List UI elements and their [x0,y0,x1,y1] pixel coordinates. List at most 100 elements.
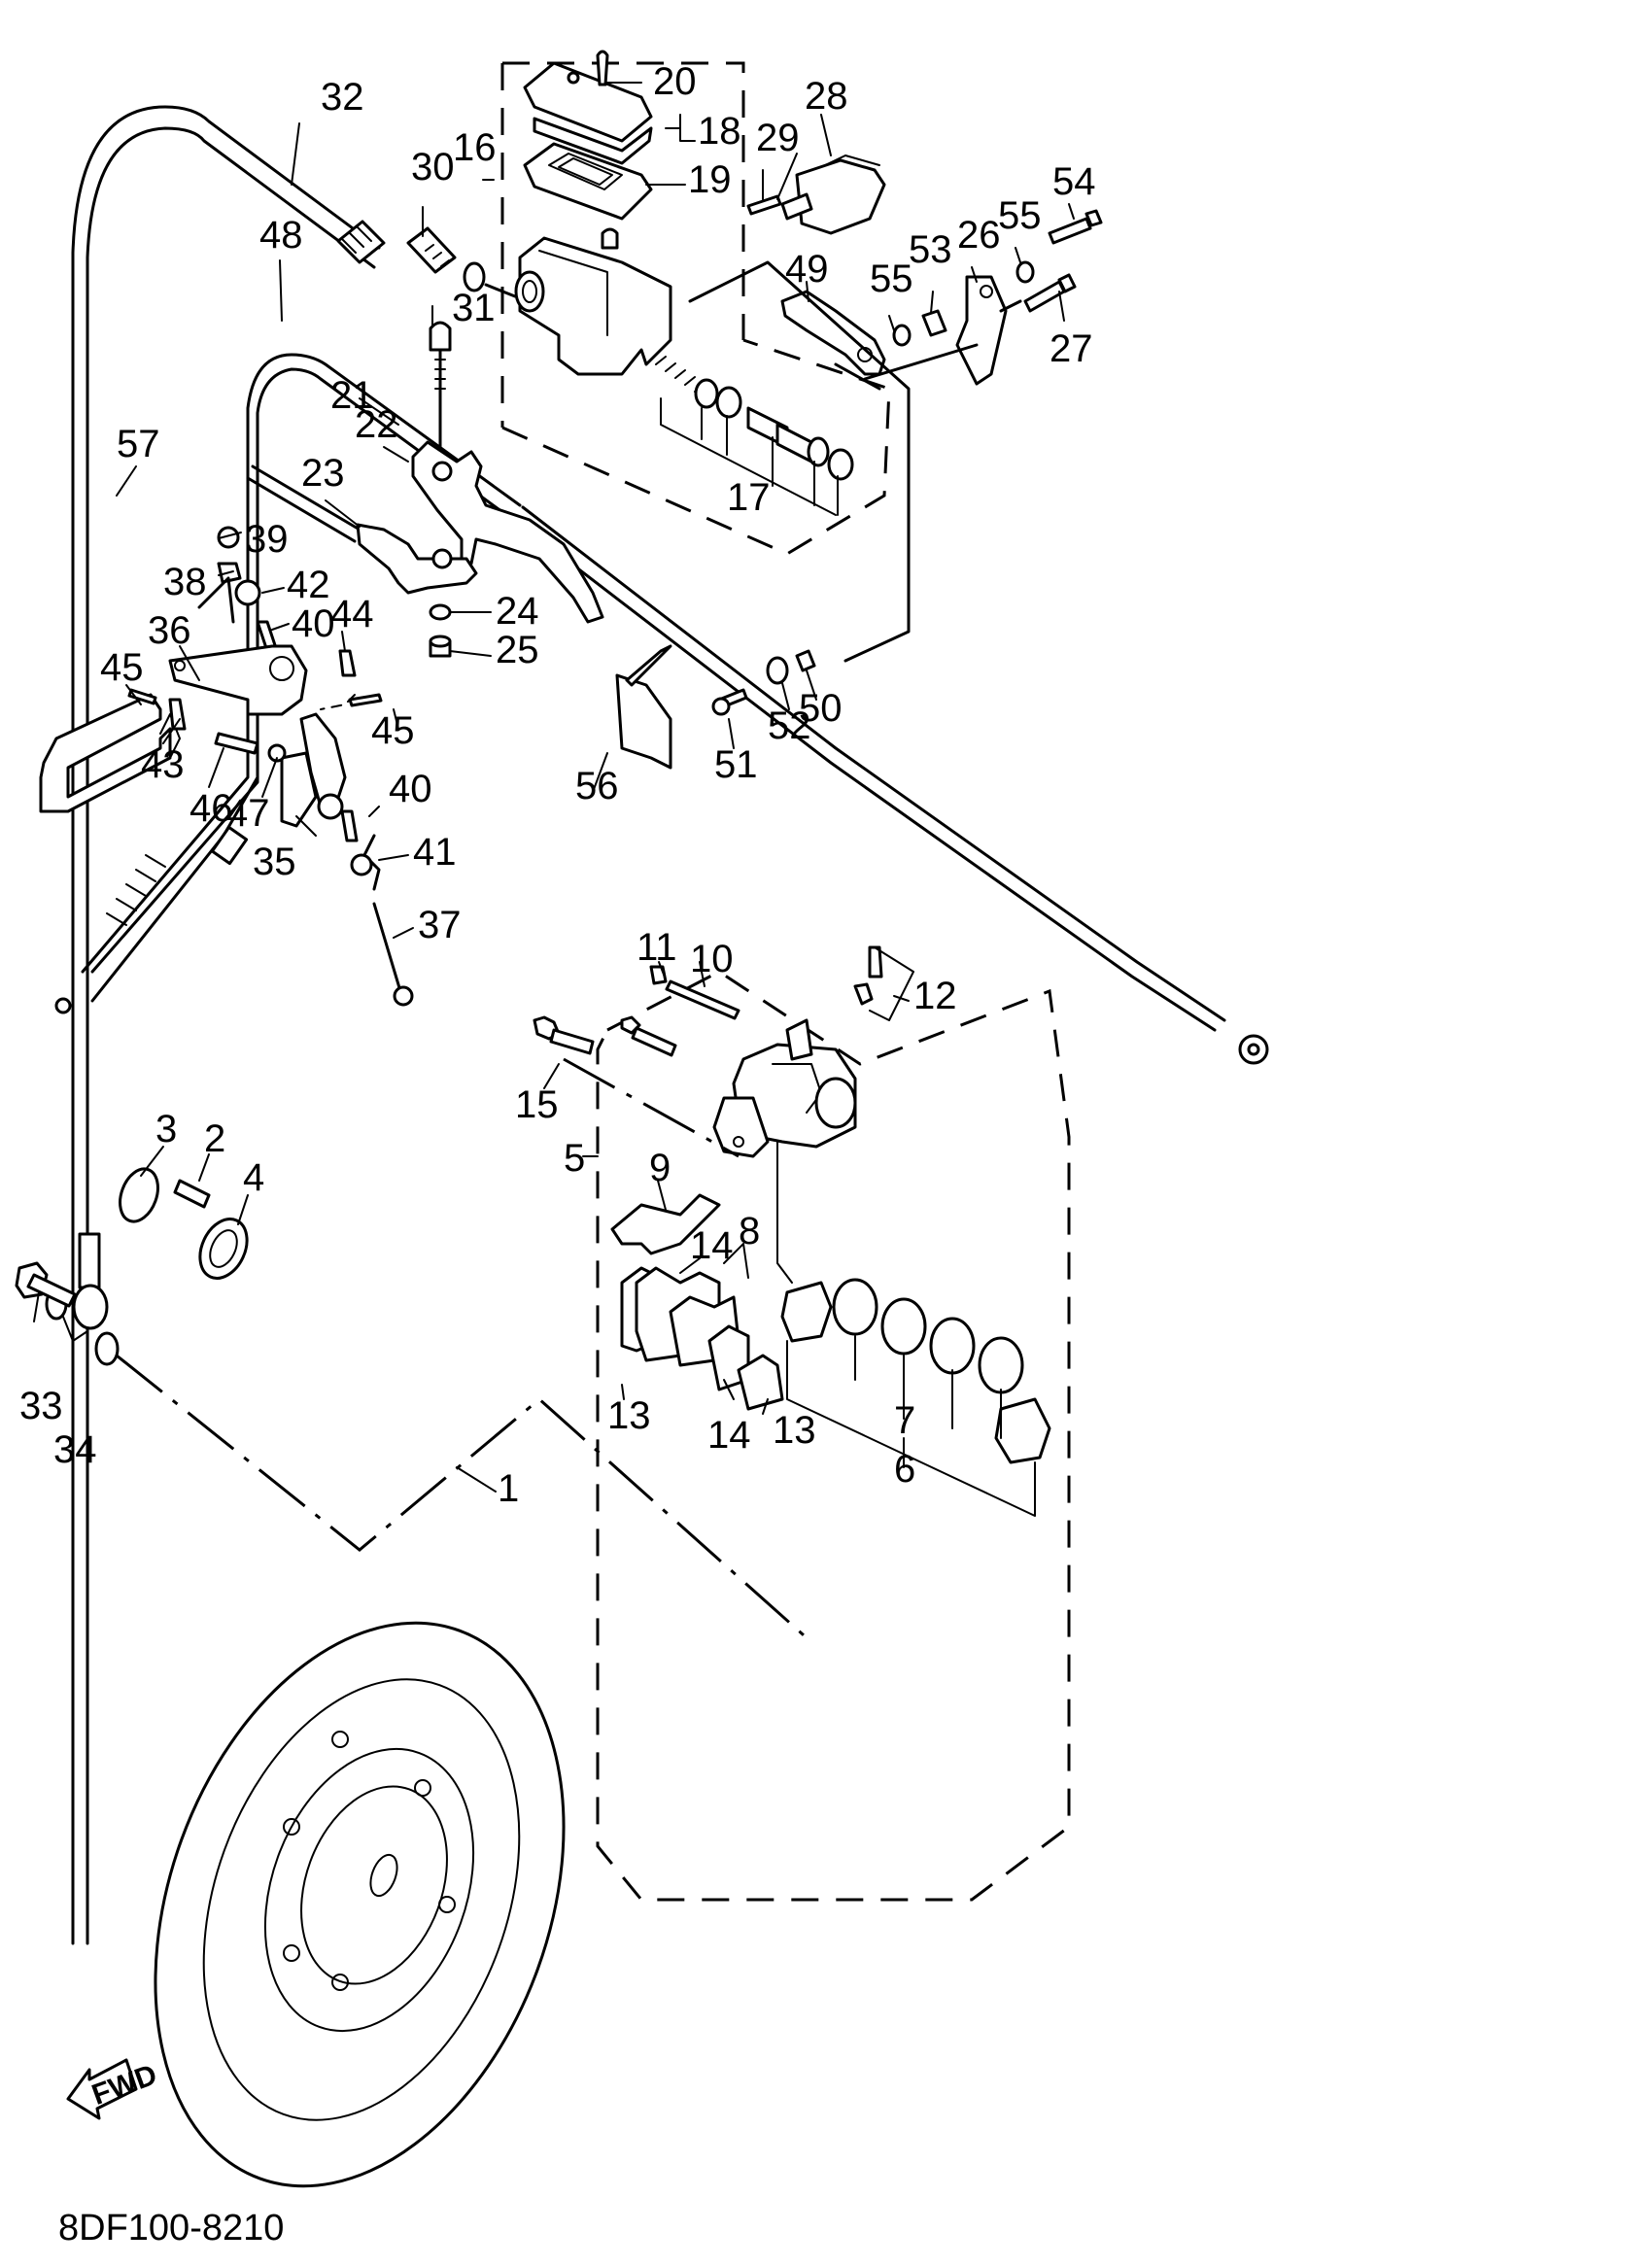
forward-arrow-icon: FWD [66,2058,161,2120]
pad-shims [620,1266,784,1411]
callout-5: 5 [564,1137,585,1180]
cotter-pin-45b [348,693,383,707]
callout-54: 54 [1052,160,1096,203]
callout-18: 18 [698,110,741,153]
callout-45a: 45 [100,646,144,689]
caliper-bolt-inner [620,1015,677,1057]
collar-53 [921,309,947,337]
diaphragm-19 [523,142,653,221]
brake-cable-48 [81,353,1269,1065]
callout-1: 1 [498,1467,519,1510]
callout-2: 2 [204,1117,225,1160]
callout-45b: 45 [371,709,415,752]
callout-38: 38 [163,561,207,603]
callout-22: 22 [355,403,398,446]
screw-20 [596,50,633,86]
rod-link-35 [280,712,347,828]
callout-35: 35 [253,841,296,883]
callout-46: 46 [189,787,233,830]
callout-14a: 14 [690,1224,734,1267]
callout-56: 56 [575,765,619,807]
screw-29 [746,194,782,216]
callout-48: 48 [259,214,303,257]
drawing-code: 8DF100-8210 [58,2208,284,2249]
callout-31: 31 [452,287,496,329]
bracket-26 [955,275,1022,386]
callout-23: 23 [301,452,345,495]
washer-55a [892,324,912,347]
callout-26: 26 [957,214,1001,257]
callout-11: 11 [637,926,677,969]
callout-52: 52 [768,704,811,747]
pad-spring-9 [610,1193,721,1255]
callout-13b: 13 [773,1409,816,1452]
spring-41 [350,834,381,891]
callout-19: 19 [688,158,732,201]
brake-disc-1 [154,1621,566,2188]
washer-4 [198,1218,249,1280]
washer-52 [766,656,789,685]
link-dashed [320,694,356,710]
callout-53: 53 [909,228,952,271]
pin-43 [168,698,187,731]
callout-49: 49 [785,248,829,291]
leader-lines [33,82,1075,1493]
callout-51: 51 [714,743,758,786]
callout-29: 29 [756,117,800,159]
callout-labels: 32 48 30 31 21 16 20 18 19 22 23 24 25 1… [19,60,1096,1510]
callout-43: 43 [141,743,185,786]
nut-47 [267,743,287,763]
nut-25 [429,635,452,658]
callout-17: 17 [727,476,771,519]
callout-57: 57 [117,423,160,465]
caliper-mount-line [563,1057,740,1158]
caliper-group-box [596,970,1071,1902]
bolt-46 [214,732,259,755]
callout-50: 50 [799,687,843,730]
callout-39: 39 [245,518,289,561]
collar-50 [795,649,816,672]
callout-34: 34 [53,1428,97,1471]
key-2 [173,1179,211,1209]
callout-30: 30 [411,146,455,189]
callout-40a: 40 [292,602,335,645]
callout-15: 15 [515,1083,559,1126]
callout-25: 25 [496,629,539,671]
callout-14b: 14 [707,1414,751,1457]
cable-holder-23 [246,464,478,595]
callout-8: 8 [739,1210,760,1253]
callout-32: 32 [321,76,364,119]
brake-switch-28 [780,154,886,235]
callout-41: 41 [413,831,457,874]
callout-55b: 55 [998,194,1042,237]
washer-55b [1015,260,1035,284]
brake-lever-22 [411,440,604,624]
cable-adjuster [54,775,259,1014]
callout-20: 20 [653,60,697,103]
rod-37 [372,902,414,1007]
arm-36 [168,644,308,716]
pistons-6-seals-7 [776,1141,1051,1517]
callout-36: 36 [148,609,191,652]
pedal-link-line [688,260,979,663]
reservoir-cap-18 [523,61,653,165]
callout-55a: 55 [870,258,913,300]
caliper-body [712,1018,857,1158]
pin-40b [340,809,359,842]
brake-hose-32 [71,105,386,1945]
master-cylinder-group-box [500,61,891,556]
callout-9: 9 [649,1147,671,1189]
circlip-3 [119,1167,159,1223]
caliper-bolt-15 [533,1015,595,1055]
callout-44: 44 [330,593,374,635]
guard-56 [615,644,672,770]
callout-12: 12 [913,975,957,1017]
callout-27: 27 [1050,327,1093,370]
banjo-bolt-30 [406,226,457,274]
callout-7: 7 [894,1399,915,1442]
callout-13a: 13 [607,1394,651,1437]
washer-31 [463,261,517,298]
callout-28: 28 [805,75,848,118]
callout-16: 16 [453,126,497,169]
